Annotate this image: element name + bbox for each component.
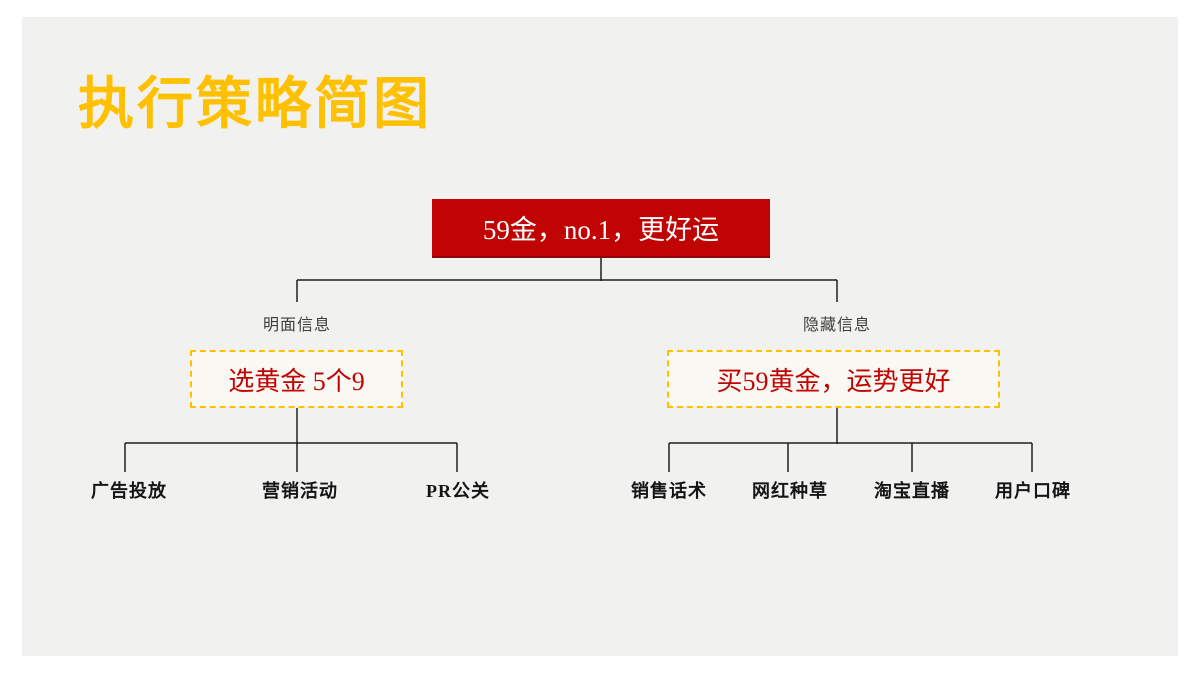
strategy-box-right: 买59黄金，运势更好 [667,350,1000,408]
leaf-label-word-of-mouth: 用户口碑 [995,481,1071,501]
strategy-box-left: 选黄金 5个9 [190,350,403,408]
leaf-label-ad-placement: 广告投放 [91,481,167,501]
branch-tag-hidden-info: 隐藏信息 [802,317,872,334]
leaf-label-pr: PR公关 [426,481,490,501]
root-node-box: 59金，no.1，更好运 [432,199,770,258]
leaf-label-marketing-campaign: 营销活动 [262,481,338,501]
branch-tag-visible-info: 明面信息 [262,317,332,334]
slide-canvas: 执行策略简图 [22,17,1178,656]
leaf-label-taobao-livestream: 淘宝直播 [874,481,950,501]
page-title: 执行策略简图 [78,72,432,135]
leaf-label-influencer-seeding: 网红种草 [752,481,828,501]
leaf-label-sales-script: 销售话术 [631,481,707,501]
